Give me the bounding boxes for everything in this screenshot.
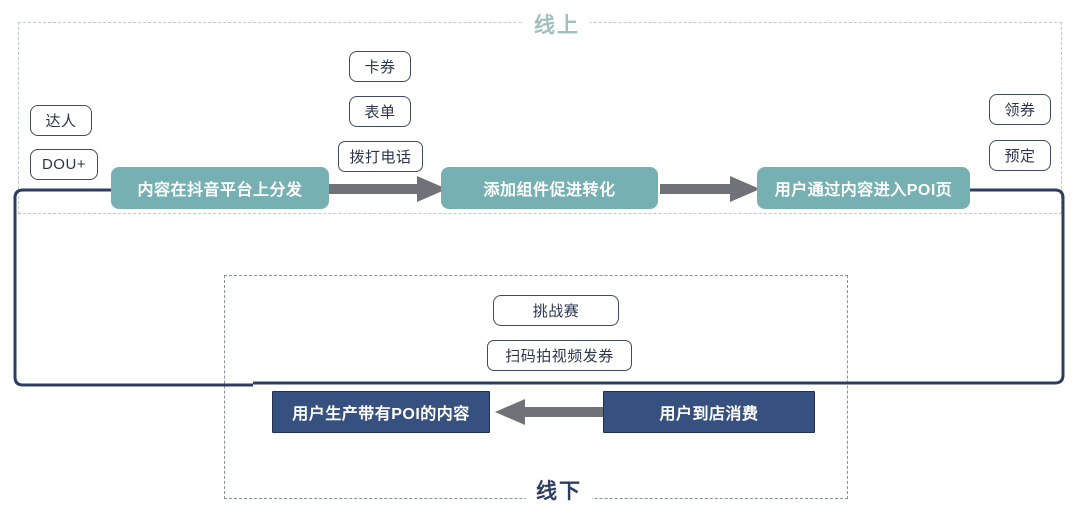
tag-source-douplus[interactable]: DOU+ — [30, 149, 98, 180]
arrow-step1-step2 — [325, 176, 447, 202]
process-step-content-distribution[interactable]: 内容在抖音平台上分发 — [111, 167, 329, 209]
tag-component-coupon[interactable]: 卡券 — [349, 51, 411, 82]
arrow-step2-step3 — [660, 176, 760, 202]
arrow-step4-step5 — [495, 399, 605, 425]
process-step-user-generates-poi-content[interactable]: 用户生产带有POI的内容 — [272, 391, 490, 433]
process-step-offline-consumption[interactable]: 用户到店消费 — [603, 391, 815, 433]
tag-poi-claim-coupon[interactable]: 领券 — [989, 94, 1051, 125]
tag-offline-scan-shoot-coupon[interactable]: 扫码拍视频发券 — [487, 340, 632, 371]
zone-offline-title: 线下 — [526, 478, 592, 505]
tag-offline-challenge[interactable]: 挑战赛 — [493, 295, 619, 326]
tag-component-phone-call[interactable]: 拨打电话 — [338, 141, 423, 172]
tag-source-talent[interactable]: 达人 — [30, 105, 92, 136]
process-step-add-component[interactable]: 添加组件促进转化 — [441, 167, 658, 209]
process-step-enter-poi-page[interactable]: 用户通过内容进入POI页 — [757, 167, 970, 209]
tag-poi-reservation[interactable]: 预定 — [989, 140, 1051, 171]
tag-component-form[interactable]: 表单 — [349, 96, 411, 127]
zone-online-title: 线上 — [524, 12, 590, 39]
